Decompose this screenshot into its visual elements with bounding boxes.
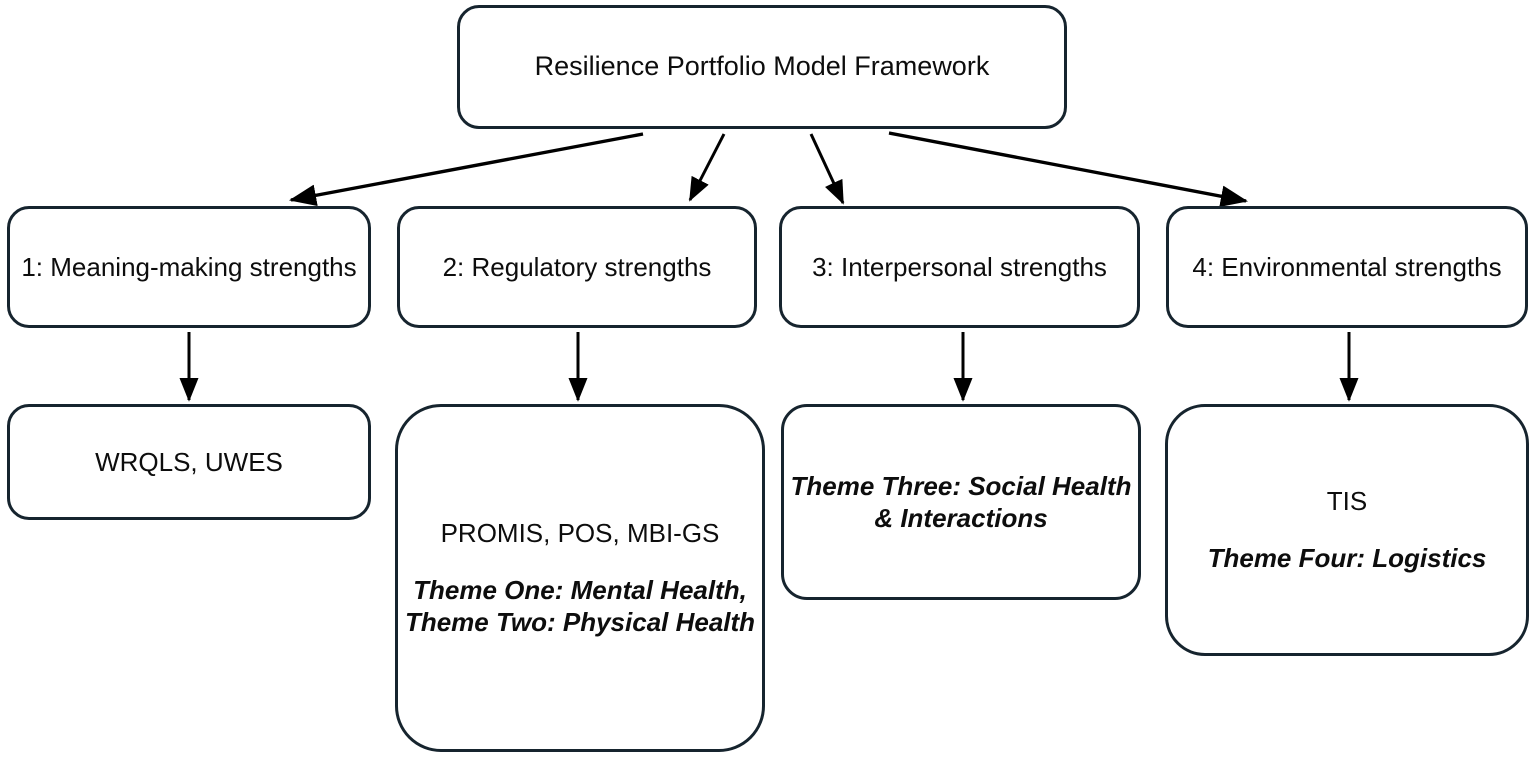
edge-root-to-branch-2: [688, 133, 726, 202]
edge-root-to-branch-3: [809, 133, 845, 205]
node-branch-1-meaning-making[interactable]: 1: Meaning-making strengths: [7, 206, 371, 328]
node-outcome-2-measures-themes[interactable]: PROMIS, POS, MBI-GS Theme One: Mental He…: [395, 404, 765, 752]
node-outcome-1-measures[interactable]: WRQLS, UWES: [7, 404, 371, 520]
node-outcome-2-theme-label: Theme One: Mental Health, Theme Two: Phy…: [404, 575, 756, 638]
node-outcome-2-measures-label: PROMIS, POS, MBI-GS: [440, 518, 720, 549]
node-branch-2-regulatory[interactable]: 2: Regulatory strengths: [397, 206, 757, 328]
node-outcome-1-measures-label: WRQLS, UWES: [95, 446, 283, 477]
node-branch-2-label: 2: Regulatory strengths: [442, 251, 712, 282]
node-branch-1-label: 1: Meaning-making strengths: [21, 251, 357, 282]
node-branch-4-environmental[interactable]: 4: Environmental strengths: [1166, 206, 1528, 328]
node-branch-3-label: 3: Interpersonal strengths: [812, 251, 1107, 282]
node-outcome-3-theme-label: Theme Three: Social Health & Interaction…: [790, 470, 1132, 533]
node-outcome-3-theme[interactable]: Theme Three: Social Health & Interaction…: [781, 404, 1141, 600]
edge-root-to-branch-4: [888, 131, 1249, 207]
node-branch-4-label: 4: Environmental strengths: [1192, 251, 1502, 282]
node-root-label: Resilience Portfolio Model Framework: [534, 51, 990, 82]
node-branch-3-interpersonal[interactable]: 3: Interpersonal strengths: [779, 206, 1140, 328]
node-outcome-4-measures-theme[interactable]: TIS Theme Four: Logistics: [1165, 404, 1529, 656]
node-root-framework[interactable]: Resilience Portfolio Model Framework: [457, 5, 1067, 129]
node-outcome-4-theme-label: Theme Four: Logistics: [1207, 543, 1487, 574]
node-outcome-4-measures-label: TIS: [1326, 486, 1368, 517]
edge-root-to-branch-1: [288, 132, 644, 207]
